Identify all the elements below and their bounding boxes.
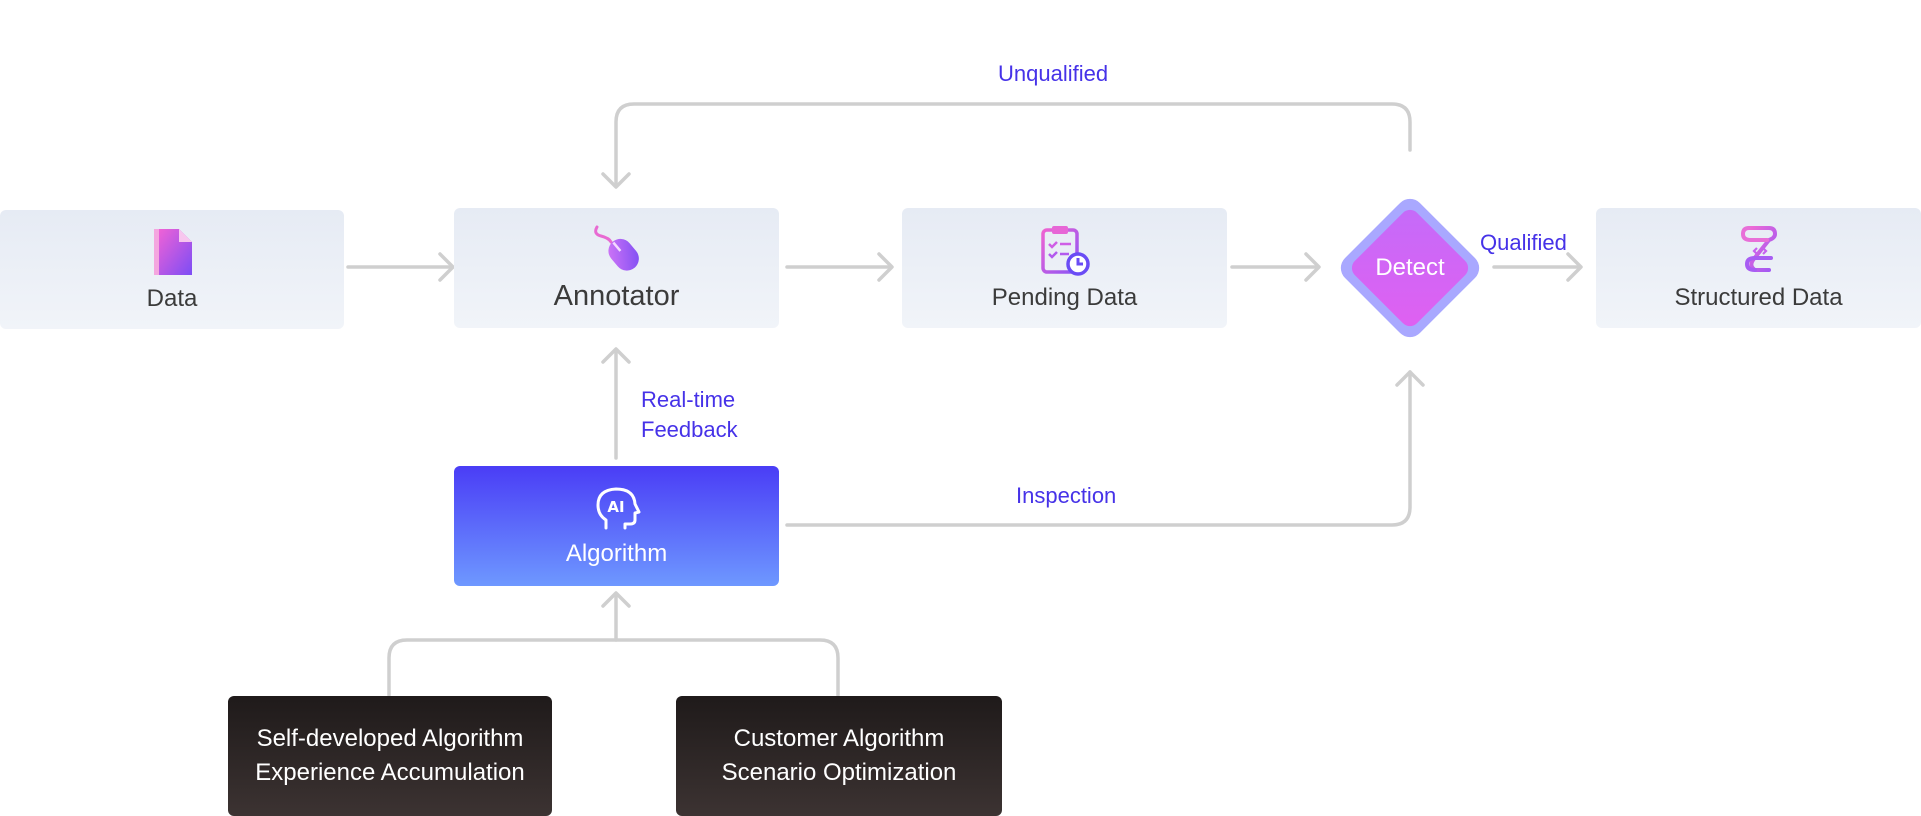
pending-data-node[interactable]: Pending Data <box>902 208 1227 328</box>
arrowhead-inspection <box>1395 370 1425 387</box>
realtime-line-2: Feedback <box>641 417 738 442</box>
self-developed-line-1: Self-developed Algorithm <box>256 725 524 752</box>
document-icon <box>154 228 192 275</box>
realtime-feedback-label: Real-time Feedback <box>641 385 738 445</box>
structured-data-label: Structured Data <box>1674 284 1843 311</box>
customer-algorithm-node[interactable]: Customer Algorithm Scenario Optimization <box>676 696 1002 816</box>
algorithm-label: Algorithm <box>565 540 668 567</box>
data-node[interactable]: Data <box>0 210 344 329</box>
detect-node[interactable]: Detect <box>1335 193 1485 343</box>
arrowhead-unqualified <box>601 172 631 189</box>
mouse-icon <box>593 225 639 271</box>
clipboard-clock-icon <box>1040 226 1090 276</box>
ai-head-icon: AI <box>596 487 640 530</box>
detect-label: Detect <box>1375 254 1445 281</box>
svg-text:AI: AI <box>607 498 624 516</box>
scroll-code-icon <box>1740 226 1777 272</box>
arrowhead-algorithm <box>601 591 631 608</box>
arrow-inspection <box>785 370 1412 527</box>
unqualified-label: Unqualified <box>998 61 1109 86</box>
inspection-label: Inspection <box>1016 483 1117 508</box>
arrowhead-structured <box>1566 252 1583 282</box>
arrow-sources-to-algorithm <box>387 638 840 697</box>
qualified-label: Qualified <box>1480 230 1567 255</box>
customer-line-1: Customer Algorithm <box>733 725 945 752</box>
arrow-unqualified-loop <box>614 102 1412 188</box>
realtime-line-1: Real-time <box>641 387 736 412</box>
arrowhead-detect <box>1304 252 1321 282</box>
annotator-node[interactable]: Annotator <box>454 208 779 328</box>
structured-data-node[interactable]: Structured Data <box>1596 208 1921 328</box>
arrowhead-pending <box>877 252 894 282</box>
data-label: Data <box>146 284 198 312</box>
annotator-label: Annotator <box>553 279 680 312</box>
algorithm-node[interactable]: AI Algorithm <box>454 466 779 586</box>
customer-line-2: Scenario Optimization <box>721 759 957 786</box>
self-developed-line-2: Experience Accumulation <box>255 759 525 786</box>
self-developed-algorithm-node[interactable]: Self-developed Algorithm Experience Accu… <box>228 696 552 816</box>
pending-data-label: Pending Data <box>991 284 1138 311</box>
arrowhead-annotator <box>438 252 455 282</box>
arrowhead-feedback <box>601 347 631 364</box>
